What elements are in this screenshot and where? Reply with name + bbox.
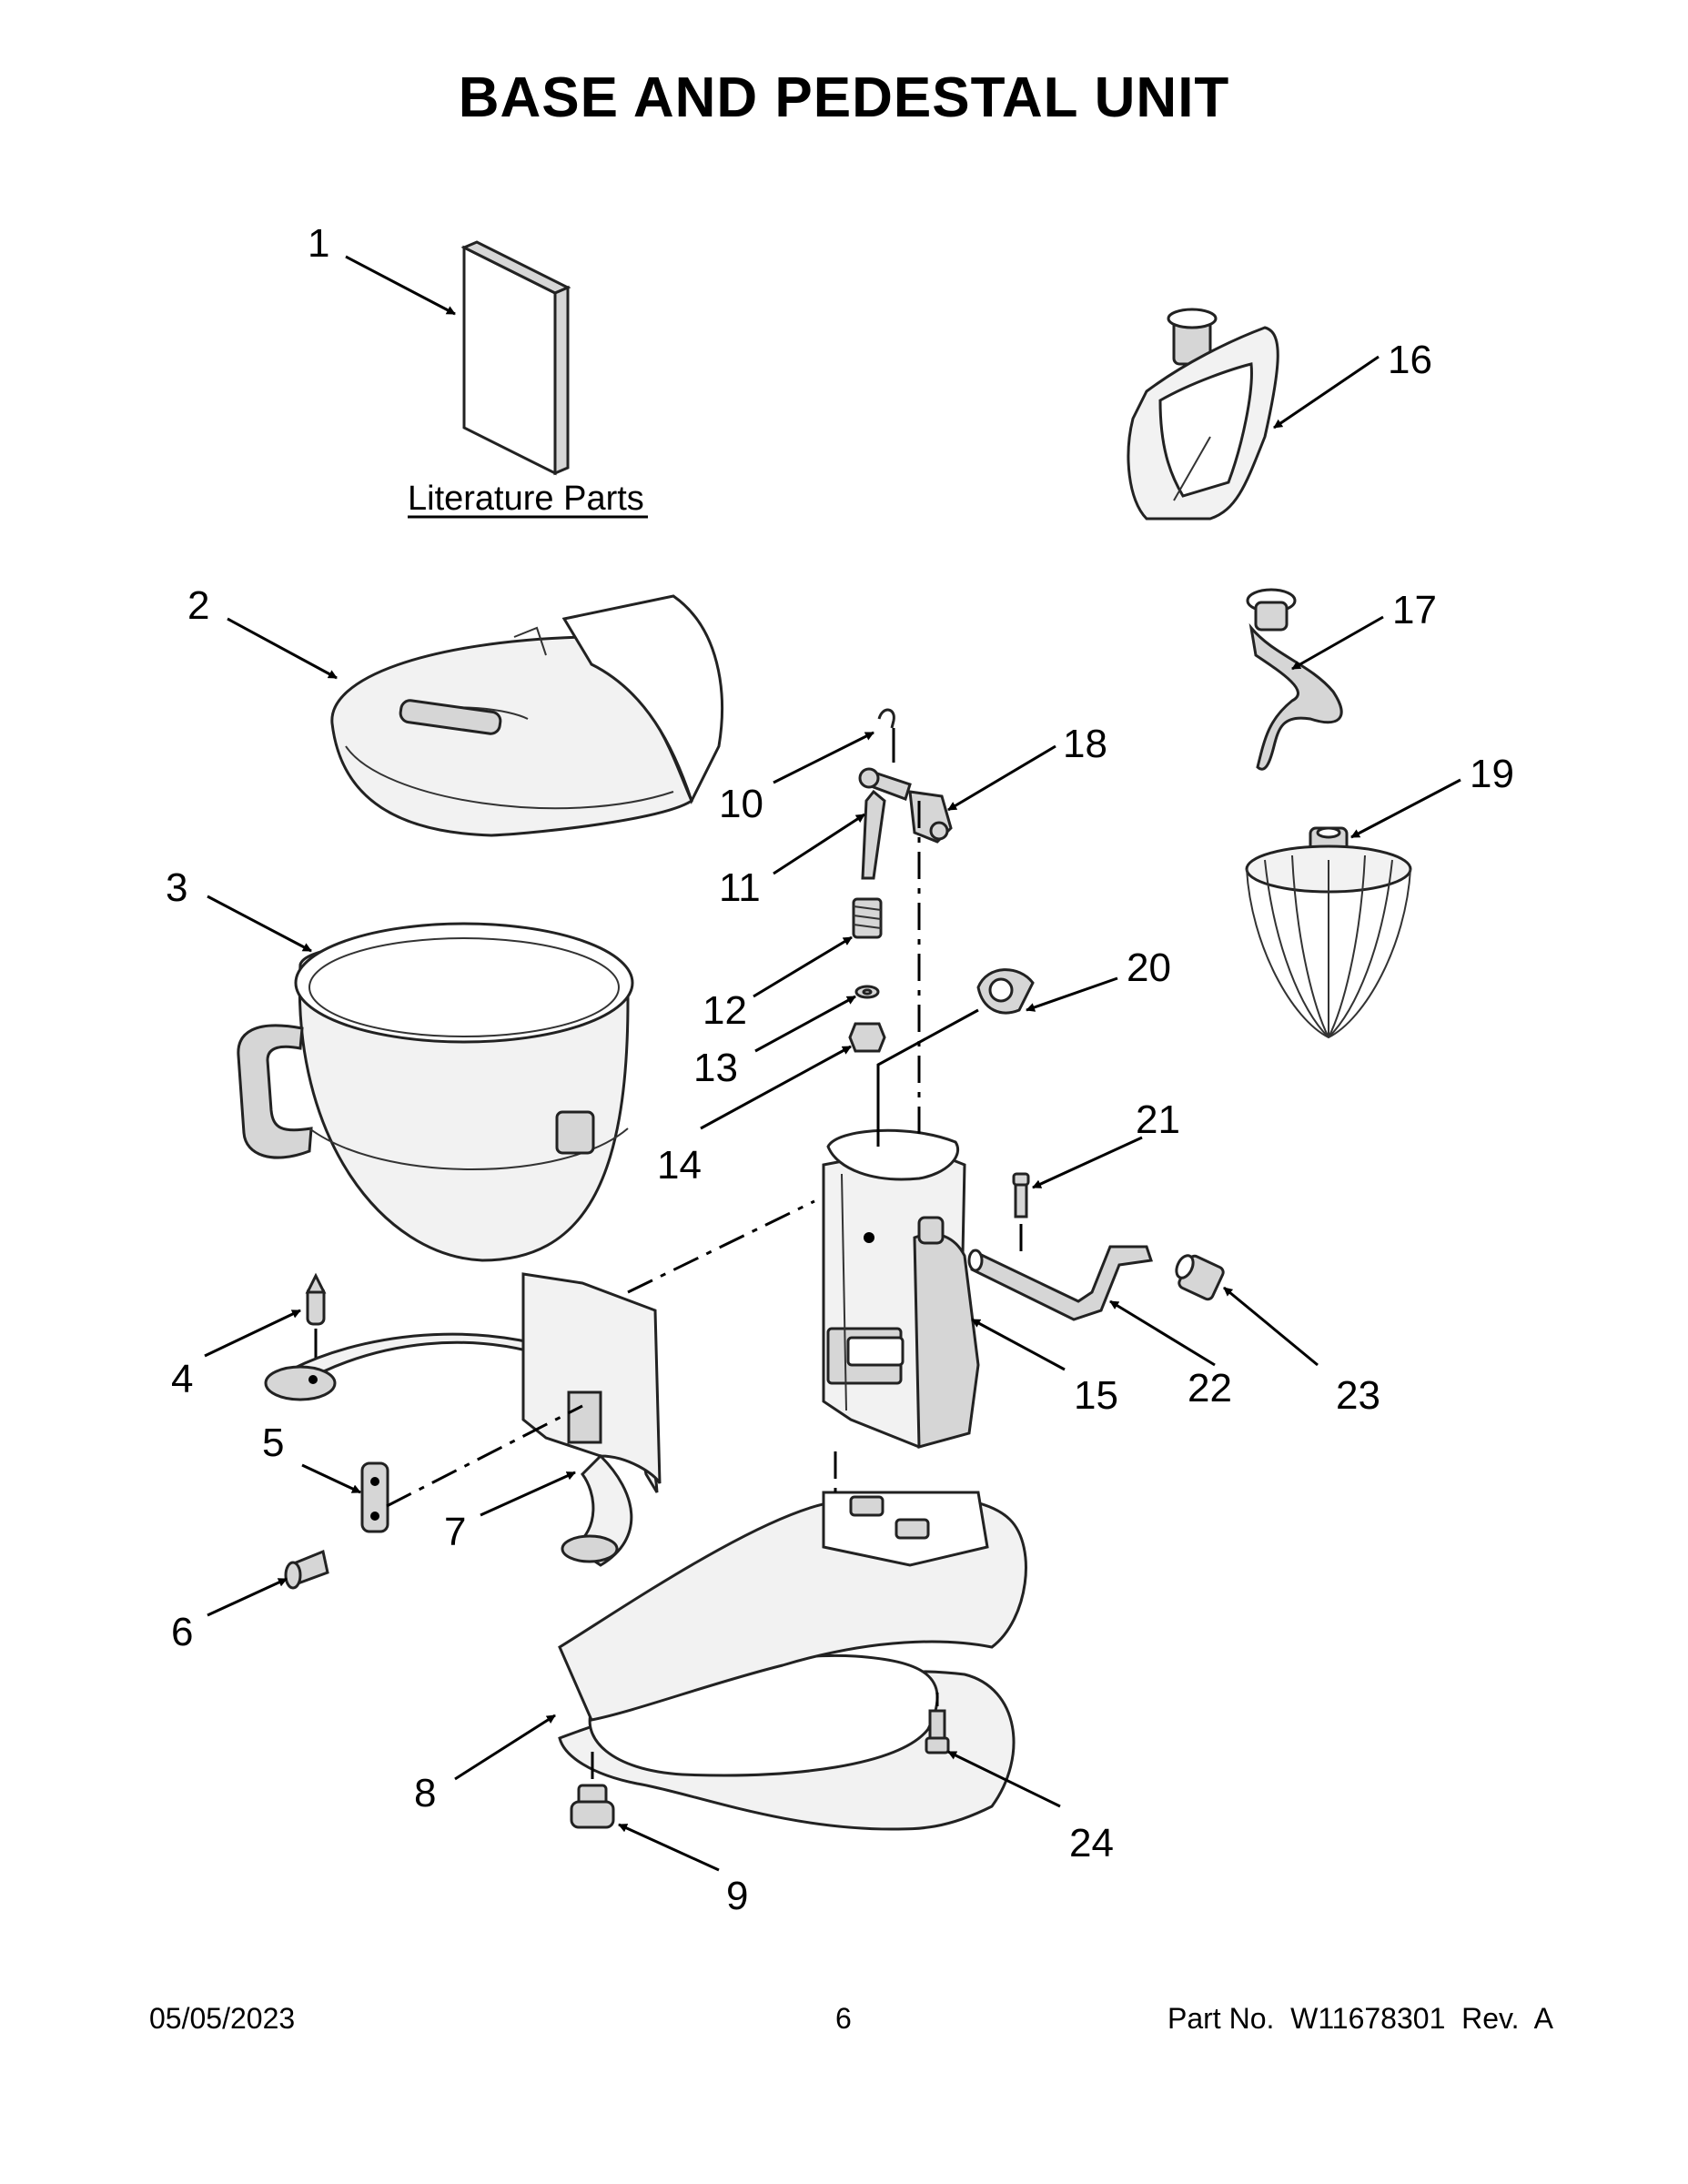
clamp-plate <box>360 1461 389 1533</box>
base <box>558 1491 1027 1831</box>
callout-12: 12 <box>702 988 747 1033</box>
callout-6: 6 <box>171 1610 193 1654</box>
callout-17: 17 <box>1392 588 1437 632</box>
callout-7: 7 <box>444 1510 466 1554</box>
bowl-support-bracket <box>264 1272 662 1567</box>
literature-booklet <box>460 240 571 476</box>
callout-5: 5 <box>262 1421 284 1465</box>
handle-grip <box>1175 1254 1225 1301</box>
dough-hook <box>1246 588 1343 771</box>
literature-parts-label: Literature Parts <box>408 480 644 518</box>
locking-lever <box>908 790 953 844</box>
pedestal <box>822 1128 980 1449</box>
pouring-shield <box>330 594 723 837</box>
lift-rod <box>967 1245 1153 1321</box>
mixing-bowl <box>237 922 634 1262</box>
callout-leaders <box>204 255 1461 1872</box>
lift-lever <box>858 767 912 880</box>
foot <box>570 1752 615 1829</box>
callout-numbers: 1 2 3 4 5 6 7 8 9 10 11 12 13 14 15 16 1… <box>166 221 1514 1918</box>
pin <box>305 1272 327 1365</box>
callout-11: 11 <box>719 865 761 910</box>
callout-18: 18 <box>1063 722 1107 766</box>
footer-date: 05/05/2023 <box>149 2002 296 2035</box>
callout-15: 15 <box>1074 1373 1118 1418</box>
screw <box>284 1549 329 1590</box>
callout-24: 24 <box>1069 1821 1114 1866</box>
set-screw <box>1012 1172 1030 1251</box>
footer-part-number: Part No. W11678301 Rev. A <box>1167 2002 1553 2035</box>
callout-21: 21 <box>1136 1097 1180 1142</box>
footer-page-number: 6 <box>835 2002 852 2035</box>
base-screw <box>925 1693 950 1754</box>
callout-9: 9 <box>726 1874 748 1918</box>
retaining-clip <box>877 708 895 763</box>
callout-3: 3 <box>166 865 187 910</box>
callout-8: 8 <box>414 1771 436 1815</box>
callout-4: 4 <box>171 1357 193 1401</box>
nut <box>848 1022 886 1053</box>
flat-beater <box>1127 308 1279 521</box>
washer-hole <box>862 988 873 996</box>
adjustment-knob <box>976 968 1035 1015</box>
callout-23: 23 <box>1336 1373 1380 1418</box>
page-title: BASE AND PEDESTAL UNIT <box>458 66 1230 129</box>
callout-19: 19 <box>1470 752 1514 796</box>
callout-16: 16 <box>1388 338 1432 382</box>
callout-10: 10 <box>719 782 763 826</box>
callout-2: 2 <box>187 583 209 628</box>
callout-20: 20 <box>1127 945 1171 990</box>
spring <box>852 897 883 939</box>
callout-14: 14 <box>657 1143 702 1188</box>
callout-22: 22 <box>1188 1366 1232 1410</box>
assembly-lines <box>386 801 979 1508</box>
wire-whip <box>1245 826 1412 1039</box>
callout-1: 1 <box>308 221 329 266</box>
callout-13: 13 <box>693 1046 738 1090</box>
